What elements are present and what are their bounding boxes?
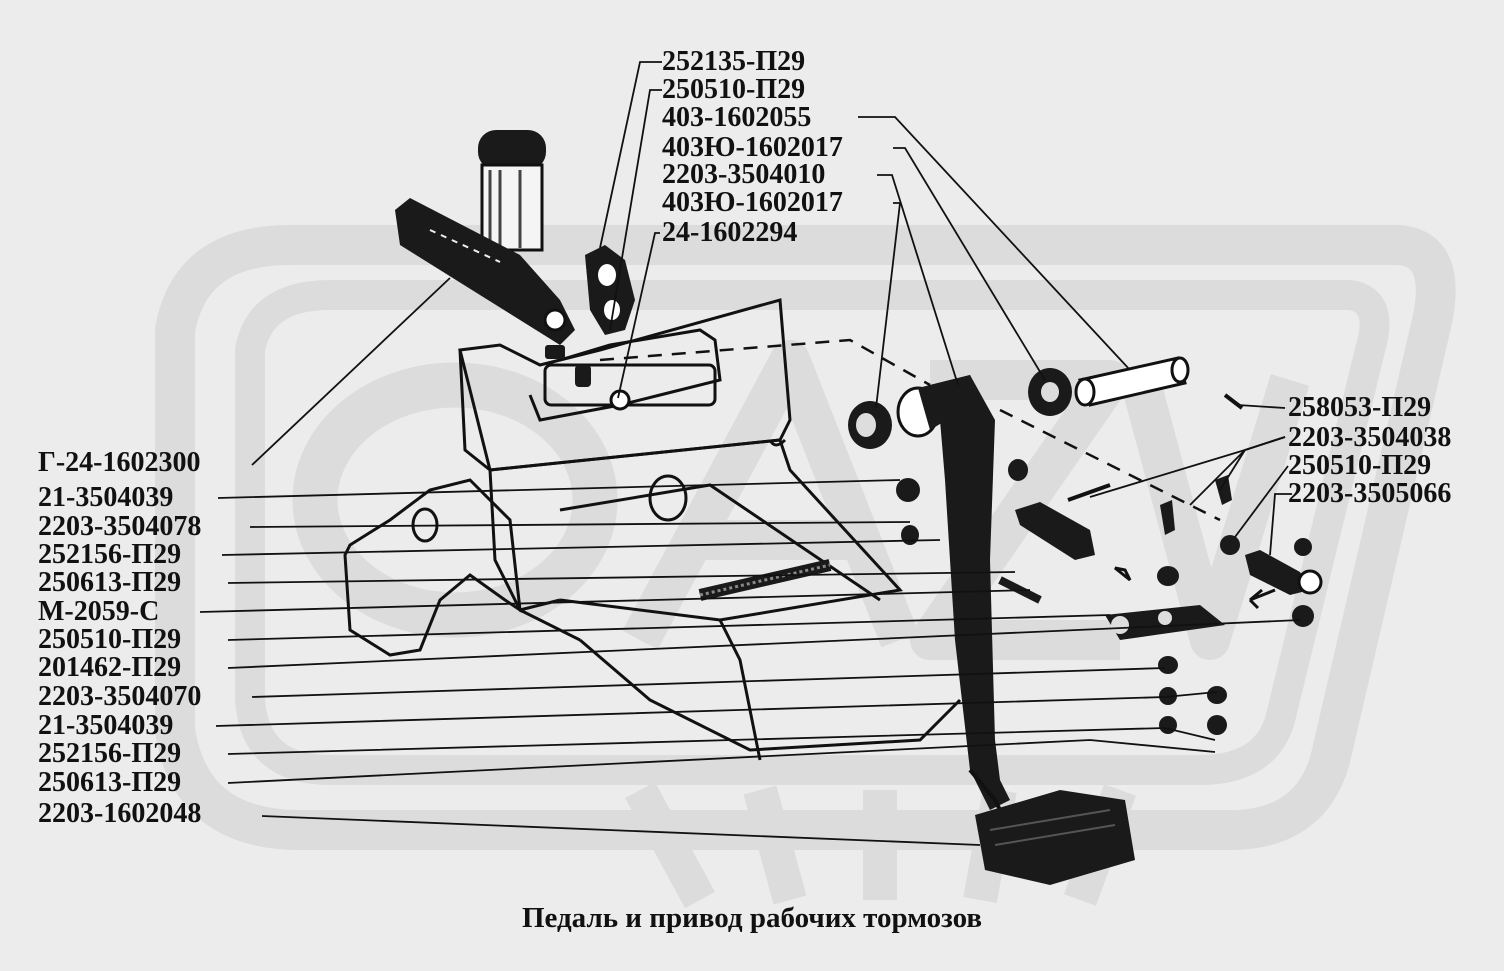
gasket-plate <box>585 245 635 335</box>
leader-lines <box>199 61 1301 846</box>
part-label-250510-p29-left: 250510-П29 <box>38 624 182 655</box>
watermark-outer-frame <box>155 225 1456 850</box>
part-label-258053-p29: 258053-П29 <box>1288 392 1432 423</box>
part-label-g-24-1602300: Г-24-1602300 <box>38 447 201 478</box>
part-label-403yu-1602017-b: 403Ю-1602017 <box>662 187 843 218</box>
part-label-2203-1602048: 2203-1602048 <box>38 798 202 829</box>
part-label-250613-p29-a: 250613-П29 <box>38 567 182 598</box>
watermark-logo <box>155 225 1456 909</box>
part-label-2203-3505066: 2203-3505066 <box>1288 478 1452 509</box>
part-label-2203-3504010: 2203-3504010 <box>662 159 826 190</box>
part-label-252156-p29-a: 252156-П29 <box>38 539 182 570</box>
part-label-m-2059-s: М-2059-С <box>38 596 160 627</box>
part-label-21-3504039-b: 21-3504039 <box>38 710 174 741</box>
part-label-21-3504039-a: 21-3504039 <box>38 482 174 513</box>
part-label-2203-3504038: 2203-3504038 <box>1288 422 1452 453</box>
diagram-caption: Педаль и привод рабочих тормозов <box>521 902 983 934</box>
brake-pedal <box>930 375 1135 885</box>
part-label-250613-p29-b: 250613-П29 <box>38 767 182 798</box>
part-label-403yu-1602017-a: 403Ю-1602017 <box>662 132 843 163</box>
part-label-250510-p29-top: 250510-П29 <box>662 74 806 105</box>
pushrod-linkage <box>1015 393 1323 640</box>
part-label-2203-3504078: 2203-3504078 <box>38 511 202 542</box>
master-cylinder <box>395 130 575 345</box>
bracket-fasteners <box>545 345 631 411</box>
watermark-letter-a <box>622 340 919 650</box>
part-label-252156-p29-b: 252156-П29 <box>38 738 182 769</box>
part-label-2203-3504070: 2203-3504070 <box>38 681 202 712</box>
watermark-letter-v <box>1120 374 1310 660</box>
direction-arrows <box>1114 566 1276 610</box>
part-label-403-1602055: 403-1602055 <box>662 102 812 133</box>
pedal-pad <box>975 790 1135 885</box>
pedal-bracket <box>458 298 962 761</box>
pivot-bushings <box>848 356 1190 449</box>
watermark-letter-o <box>292 362 618 638</box>
watermark-inner-frame <box>235 280 1390 785</box>
part-label-250510-p29-right: 250510-П29 <box>1288 450 1432 481</box>
part-label-252135-p29: 252135-П29 <box>662 46 806 77</box>
watermark-gear-teeth <box>625 781 1136 909</box>
pivot-axis-dashed <box>599 338 1221 522</box>
part-label-24-1602294: 24-1602294 <box>662 217 798 248</box>
part-label-201462-p29: 201462-П29 <box>38 652 182 683</box>
